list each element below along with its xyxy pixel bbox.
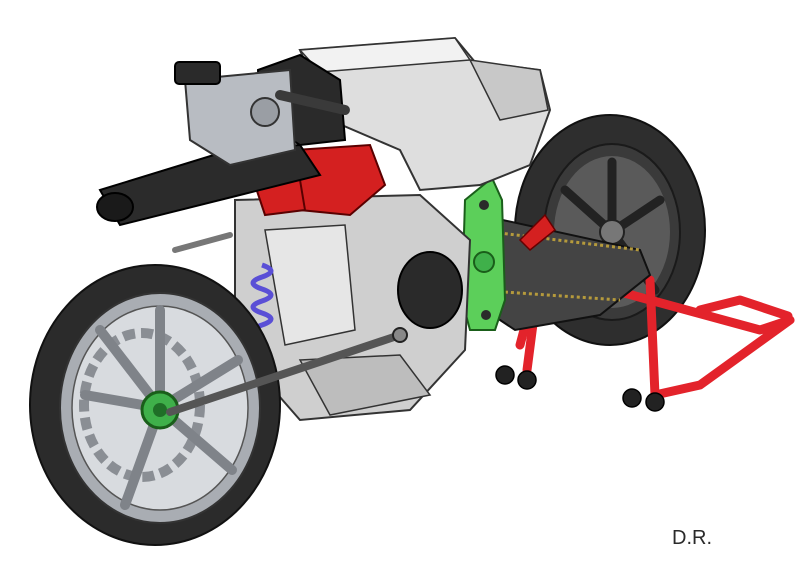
headstock-clipons — [174, 61, 350, 167]
rear-shock-spring — [250, 262, 274, 340]
steering-rod — [166, 232, 408, 416]
swingarm-plate — [460, 176, 507, 331]
front-wheel — [29, 264, 281, 546]
engine-block — [234, 193, 472, 422]
fuel-tank-fairing — [256, 36, 552, 192]
air-intake — [96, 143, 322, 227]
credit-signature: D.R. — [672, 527, 712, 549]
stand-wheels — [495, 365, 665, 412]
